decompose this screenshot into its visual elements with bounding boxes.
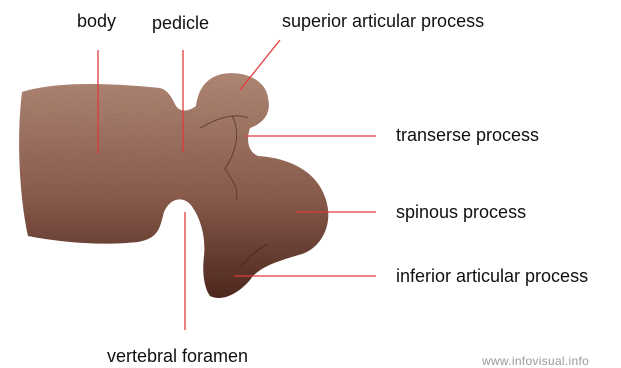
label-transverse-process: transerse process xyxy=(396,126,539,144)
label-superior-articular-process: superior articular process xyxy=(282,12,484,30)
label-inferior-articular-process: inferior articular process xyxy=(396,267,588,285)
source-watermark: www.infovisual.info xyxy=(482,355,589,367)
label-vertebral-foramen: vertebral foramen xyxy=(107,347,248,365)
label-pedicle: pedicle xyxy=(152,14,209,32)
vertebra-shape xyxy=(19,73,328,298)
superior-articular-leader-line xyxy=(240,40,280,90)
label-body: body xyxy=(77,12,116,30)
label-spinous-process: spinous process xyxy=(396,203,526,221)
